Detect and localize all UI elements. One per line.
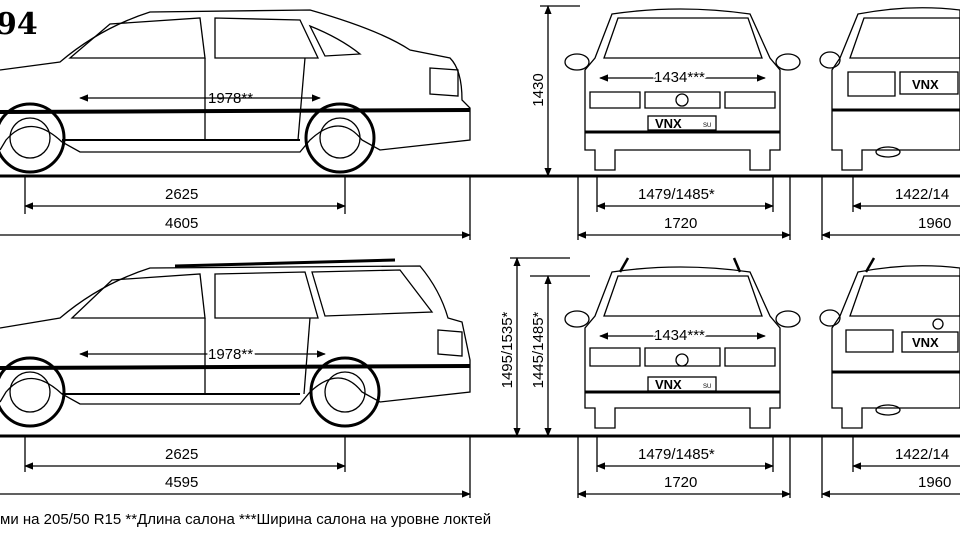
sedan-width: 1720 (664, 215, 697, 232)
wagon-interior-length: 1978** (208, 346, 253, 363)
sedan-front-view (564, 8, 801, 171)
sedan-rear-wheel (304, 102, 376, 174)
sedan-rear-view (819, 7, 960, 171)
wagon-front-track: 1479/1485* (638, 446, 715, 463)
wagon-rear-view (819, 257, 960, 429)
wagon-height: 1445/1485* (530, 311, 547, 388)
wagon-rear-wheel (309, 356, 381, 428)
sedan-height: 1430 (530, 73, 547, 106)
wagon-front-interior-width: 1434*** (654, 327, 705, 344)
sedan-side-view (0, 9, 471, 174)
wagon-front-plate-badge: SU (703, 384, 711, 390)
sedan-front-track: 1479/1485* (638, 186, 715, 203)
wagon-width-mirrors: 1960 (918, 474, 951, 491)
wagon-front-plate: VNX (655, 377, 682, 392)
wagon-rear-track: 1422/14 (895, 446, 949, 463)
sedan-front-plate-badge: SU (703, 123, 711, 129)
footnote: ми на 205/50 R15 **Длина салона ***Ширин… (0, 511, 492, 528)
sedan-front-wheel (0, 102, 66, 174)
sedan-front-interior-width: 1434*** (654, 69, 705, 86)
sedan-length: 4605 (165, 215, 198, 232)
wagon-rear-plate: VNX (912, 335, 939, 350)
wagon-front-wheel (0, 356, 66, 428)
sedan-rear-track: 1422/14 (895, 186, 949, 203)
sedan-width-mirrors: 1960 (918, 215, 951, 232)
model-year-label: 94 (0, 7, 38, 42)
sedan-interior-length: 1978** (208, 90, 253, 107)
sedan-wheelbase: 2625 (165, 186, 198, 203)
wagon-height-rails: 1495/1535* (499, 311, 516, 388)
wagon-length: 4595 (165, 474, 198, 491)
sedan-front-plate: VNX (655, 116, 682, 131)
wagon-front-view (564, 257, 801, 429)
wagon-side-view (0, 258, 471, 428)
wagon-wheelbase: 2625 (165, 446, 198, 463)
sedan-rear-plate: VNX (912, 77, 939, 92)
wagon-width: 1720 (664, 474, 697, 491)
